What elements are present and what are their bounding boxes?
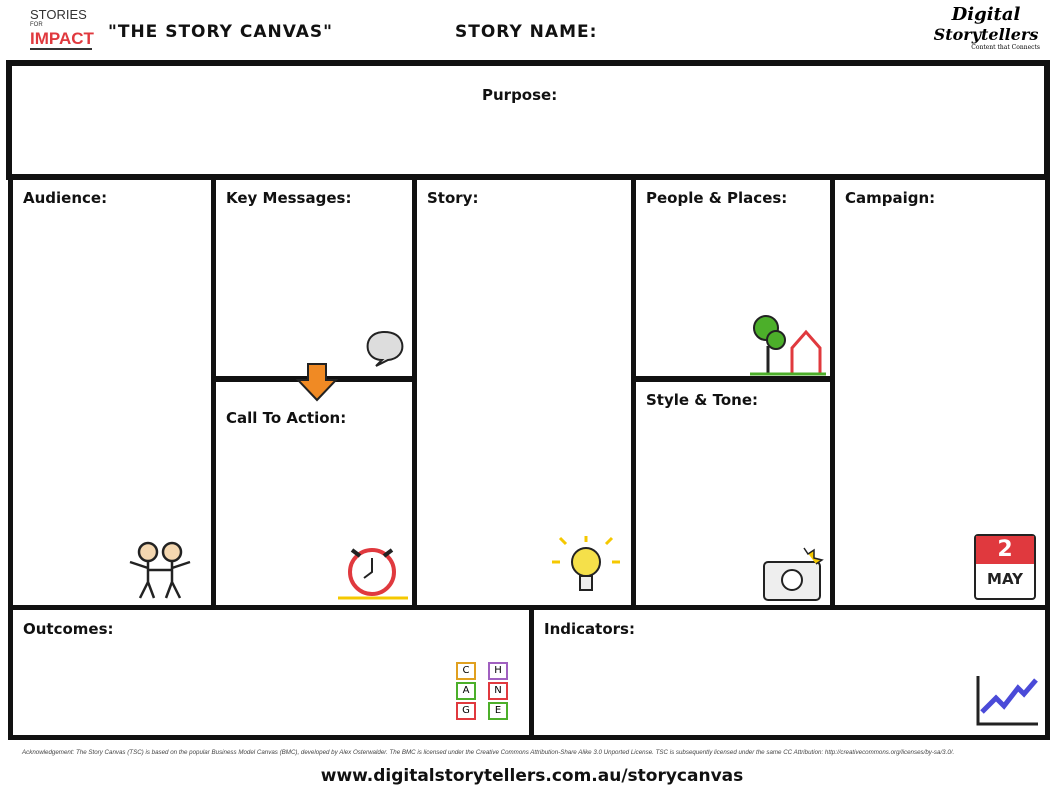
key-messages-label: Key Messages: bbox=[226, 189, 352, 207]
outcomes-label: Outcomes: bbox=[23, 620, 114, 638]
audience-label: Audience: bbox=[23, 189, 108, 207]
calendar-icon: 2 MAY bbox=[974, 534, 1036, 600]
growth-chart-icon bbox=[976, 676, 1038, 726]
website-link[interactable]: www.digitalstorytellers.com.au/storycanv… bbox=[320, 766, 744, 786]
indicators-label: Indicators: bbox=[544, 620, 635, 638]
people-icon bbox=[129, 541, 191, 599]
canvas-title: "THE STORY CANVAS" bbox=[108, 22, 334, 42]
camera-icon bbox=[763, 547, 824, 601]
call-to-action-label: Call To Action: bbox=[226, 409, 347, 427]
light-bulb-icon bbox=[552, 536, 620, 591]
style-tone-label: Style & Tone: bbox=[646, 391, 758, 409]
alarm-clock-icon bbox=[338, 548, 408, 600]
campaign-label: Campaign: bbox=[845, 189, 936, 207]
purpose-box[interactable]: Purpose: bbox=[6, 60, 1050, 180]
story-name-label: STORY NAME: bbox=[455, 22, 598, 42]
change-blocks-icon: C H A N G E bbox=[456, 662, 516, 720]
story-label: Story: bbox=[427, 189, 479, 207]
indicators-box[interactable]: Indicators: bbox=[529, 605, 1050, 740]
down-arrow-icon bbox=[295, 363, 339, 402]
speech-bubble-icon bbox=[366, 330, 404, 367]
acknowledgement-text: Acknowledgement: The Story Canvas (TSC) … bbox=[22, 749, 955, 756]
digital-storytellers-logo: Digital Storytellers Content that Connec… bbox=[933, 4, 1040, 51]
tree-house-icon bbox=[750, 315, 826, 376]
purpose-label: Purpose: bbox=[482, 86, 558, 104]
people-places-label: People & Places: bbox=[646, 189, 788, 207]
stories-for-impact-logo: STORIES FOR IMPACT bbox=[30, 7, 94, 50]
